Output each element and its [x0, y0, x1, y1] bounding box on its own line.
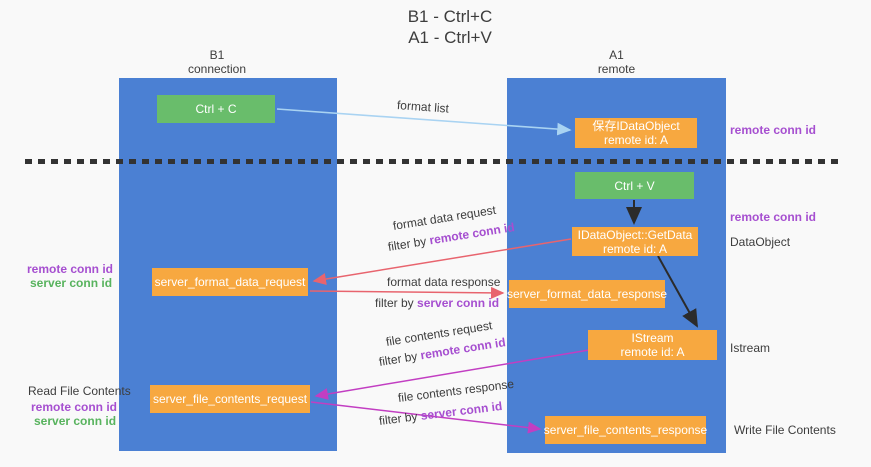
left-column-header: B1 connection: [117, 48, 317, 76]
filter-by-text: filter by: [377, 348, 422, 369]
server-file-contents-request-node: server_file_contents_request: [150, 385, 310, 413]
server-format-data-request-node: server_format_data_request: [152, 268, 308, 296]
istream-line1: IStream: [631, 331, 674, 345]
server-file-contents-response-node: server_file_contents_response: [543, 416, 708, 444]
right-remote-conn-id-top: remote conn id: [730, 123, 817, 137]
file-contents-response-filter-label: filter by server conn id: [378, 399, 503, 428]
server-file-contents-response-label: server_file_contents_response: [543, 423, 708, 437]
getdata-line1: IDataObject::GetData: [577, 227, 693, 242]
left-remote-conn-id-bot: remote conn id: [31, 400, 118, 414]
format-data-response-arrow: [309, 286, 505, 299]
ctrl-c-label: Ctrl + C: [195, 102, 237, 116]
format-list-label: format list: [396, 98, 450, 116]
server-conn-id-key: server conn id: [419, 398, 503, 423]
save-dataobject-line1: 保存IDataObject: [592, 119, 680, 133]
right-write-file-contents-label: Write File Contents: [734, 423, 836, 437]
left-column-subtitle: connection: [187, 62, 247, 76]
server-conn-id-key: server conn id: [417, 296, 500, 310]
right-column-subtitle: remote: [597, 62, 636, 76]
filter-by-text: filter by: [378, 408, 422, 428]
ctrl-c-node: Ctrl + C: [157, 95, 275, 123]
left-server-conn-id-bot: server conn id: [34, 414, 117, 428]
right-column-name: A1: [609, 48, 624, 62]
right-istream-label: Istream: [730, 341, 771, 355]
diagram-title: B1 - Ctrl+C A1 - Ctrl+V: [300, 6, 600, 48]
format-data-response-label: format data response: [387, 275, 501, 289]
server-format-data-response-node: server_format_data_response: [506, 280, 668, 308]
server-file-contents-request-label: server_file_contents_request: [152, 392, 308, 406]
left-server-conn-id-mid: server conn id: [30, 276, 113, 290]
dashed-separator-line: [25, 159, 839, 164]
server-format-data-response-label: server_format_data_response: [506, 287, 668, 301]
left-read-file-contents-label: Read File Contents: [28, 384, 131, 398]
right-remote-conn-id-mid: remote conn id: [730, 210, 817, 224]
istream-node: IStream remote id: A: [588, 330, 717, 360]
istream-line2: remote id: A: [620, 345, 685, 359]
getdata-node: IDataObject::GetData remote id: A: [572, 227, 698, 256]
ctrl-v-node: Ctrl + V: [575, 172, 694, 199]
right-dataobject-label: DataObject: [730, 235, 791, 249]
filter-by-text: filter by: [386, 233, 431, 254]
format-data-response-filter-label: filter by server conn id: [375, 296, 499, 310]
filter-by-text: filter by: [375, 296, 418, 310]
getdata-line2: remote id: A: [602, 241, 668, 256]
title-line-2: A1 - Ctrl+V: [408, 28, 492, 47]
left-remote-conn-id-mid: remote conn id: [27, 262, 114, 276]
server-format-data-request-label: server_format_data_request: [154, 275, 306, 289]
save-dataobject-node: 保存IDataObject remote id: A: [575, 118, 697, 148]
title-line-1: B1 - Ctrl+C: [407, 7, 493, 26]
left-column-name: B1: [209, 48, 225, 62]
ctrl-v-label: Ctrl + V: [614, 178, 655, 193]
right-column-header: A1 remote: [507, 48, 726, 76]
save-dataobject-line2: remote id: A: [603, 133, 669, 147]
